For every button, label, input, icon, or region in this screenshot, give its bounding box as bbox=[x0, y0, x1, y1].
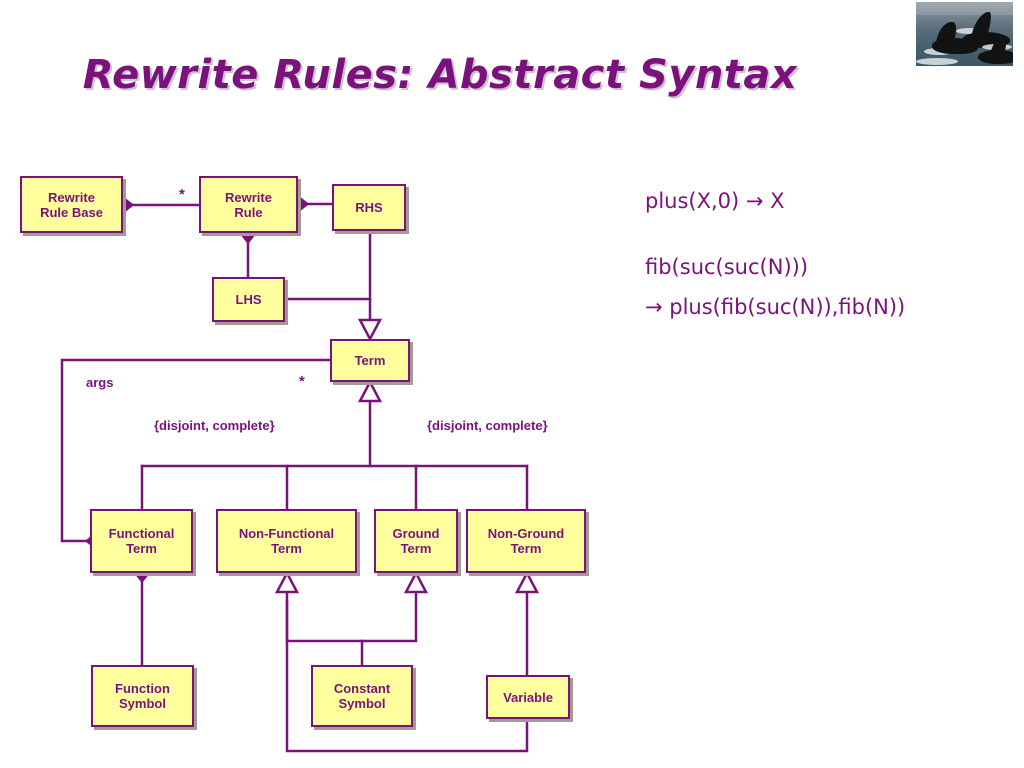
gen-arrow-nonfunctional-bottom bbox=[274, 570, 300, 594]
gen-arrow-ground-bottom bbox=[403, 570, 429, 594]
uml-class-rhs[interactable]: RHS bbox=[332, 184, 406, 231]
uml-class-function-symbol[interactable]: Function Symbol bbox=[91, 665, 194, 727]
photo-foam bbox=[916, 58, 958, 65]
uml-class-lhs[interactable]: LHS bbox=[212, 277, 285, 322]
equation-line-1: plus(X,0) → X bbox=[645, 189, 785, 213]
uml-class-functional-term[interactable]: Functional Term bbox=[90, 509, 193, 573]
uml-class-variable[interactable]: Variable bbox=[486, 675, 570, 719]
uml-class-term[interactable]: Term bbox=[330, 339, 410, 382]
gen-arrow-into-term-bottom bbox=[357, 379, 383, 403]
orca-body bbox=[932, 38, 978, 54]
orca-whales-photo bbox=[916, 2, 1013, 66]
example-rewrite-rules: plus(X,0) → X fib(suc(suc(N))) → plus(fi… bbox=[645, 181, 1005, 327]
uml-class-non-functional-term[interactable]: Non-Functional Term bbox=[216, 509, 357, 573]
photo-foam bbox=[956, 28, 982, 34]
multiplicity-term-args: * bbox=[299, 373, 305, 390]
orca-body bbox=[978, 50, 1013, 64]
association-role-args: args bbox=[86, 375, 114, 390]
multiplicity-rulebase-rule: * bbox=[179, 186, 185, 203]
photo-sky bbox=[916, 2, 1013, 15]
equation-line-3: → plus(fib(suc(N)),fib(N)) bbox=[645, 295, 906, 319]
gen-arrow-into-term-top bbox=[357, 318, 383, 342]
constraint-disjoint-complete-left: {disjoint, complete} bbox=[154, 418, 275, 433]
uml-class-rewrite-rule-base[interactable]: Rewrite Rule Base bbox=[20, 176, 123, 233]
constraint-disjoint-complete-right: {disjoint, complete} bbox=[427, 418, 548, 433]
uml-class-ground-term[interactable]: Ground Term bbox=[374, 509, 458, 573]
gen-arrow-nonground-bottom bbox=[514, 570, 540, 594]
line-variable-nonfunctional bbox=[285, 599, 529, 753]
page-title: Rewrite Rules: Abstract Syntax bbox=[82, 52, 798, 98]
generalization-arrowheads bbox=[274, 318, 540, 594]
uml-class-constant-symbol[interactable]: Constant Symbol bbox=[311, 665, 413, 727]
uml-class-non-ground-term[interactable]: Non-Ground Term bbox=[466, 509, 586, 573]
line-term-args-functional bbox=[60, 358, 332, 543]
equation-line-2: fib(suc(suc(N))) bbox=[645, 255, 809, 279]
line-constant-gen-bus bbox=[285, 589, 418, 643]
uml-class-rewrite-rule[interactable]: Rewrite Rule bbox=[199, 176, 298, 233]
